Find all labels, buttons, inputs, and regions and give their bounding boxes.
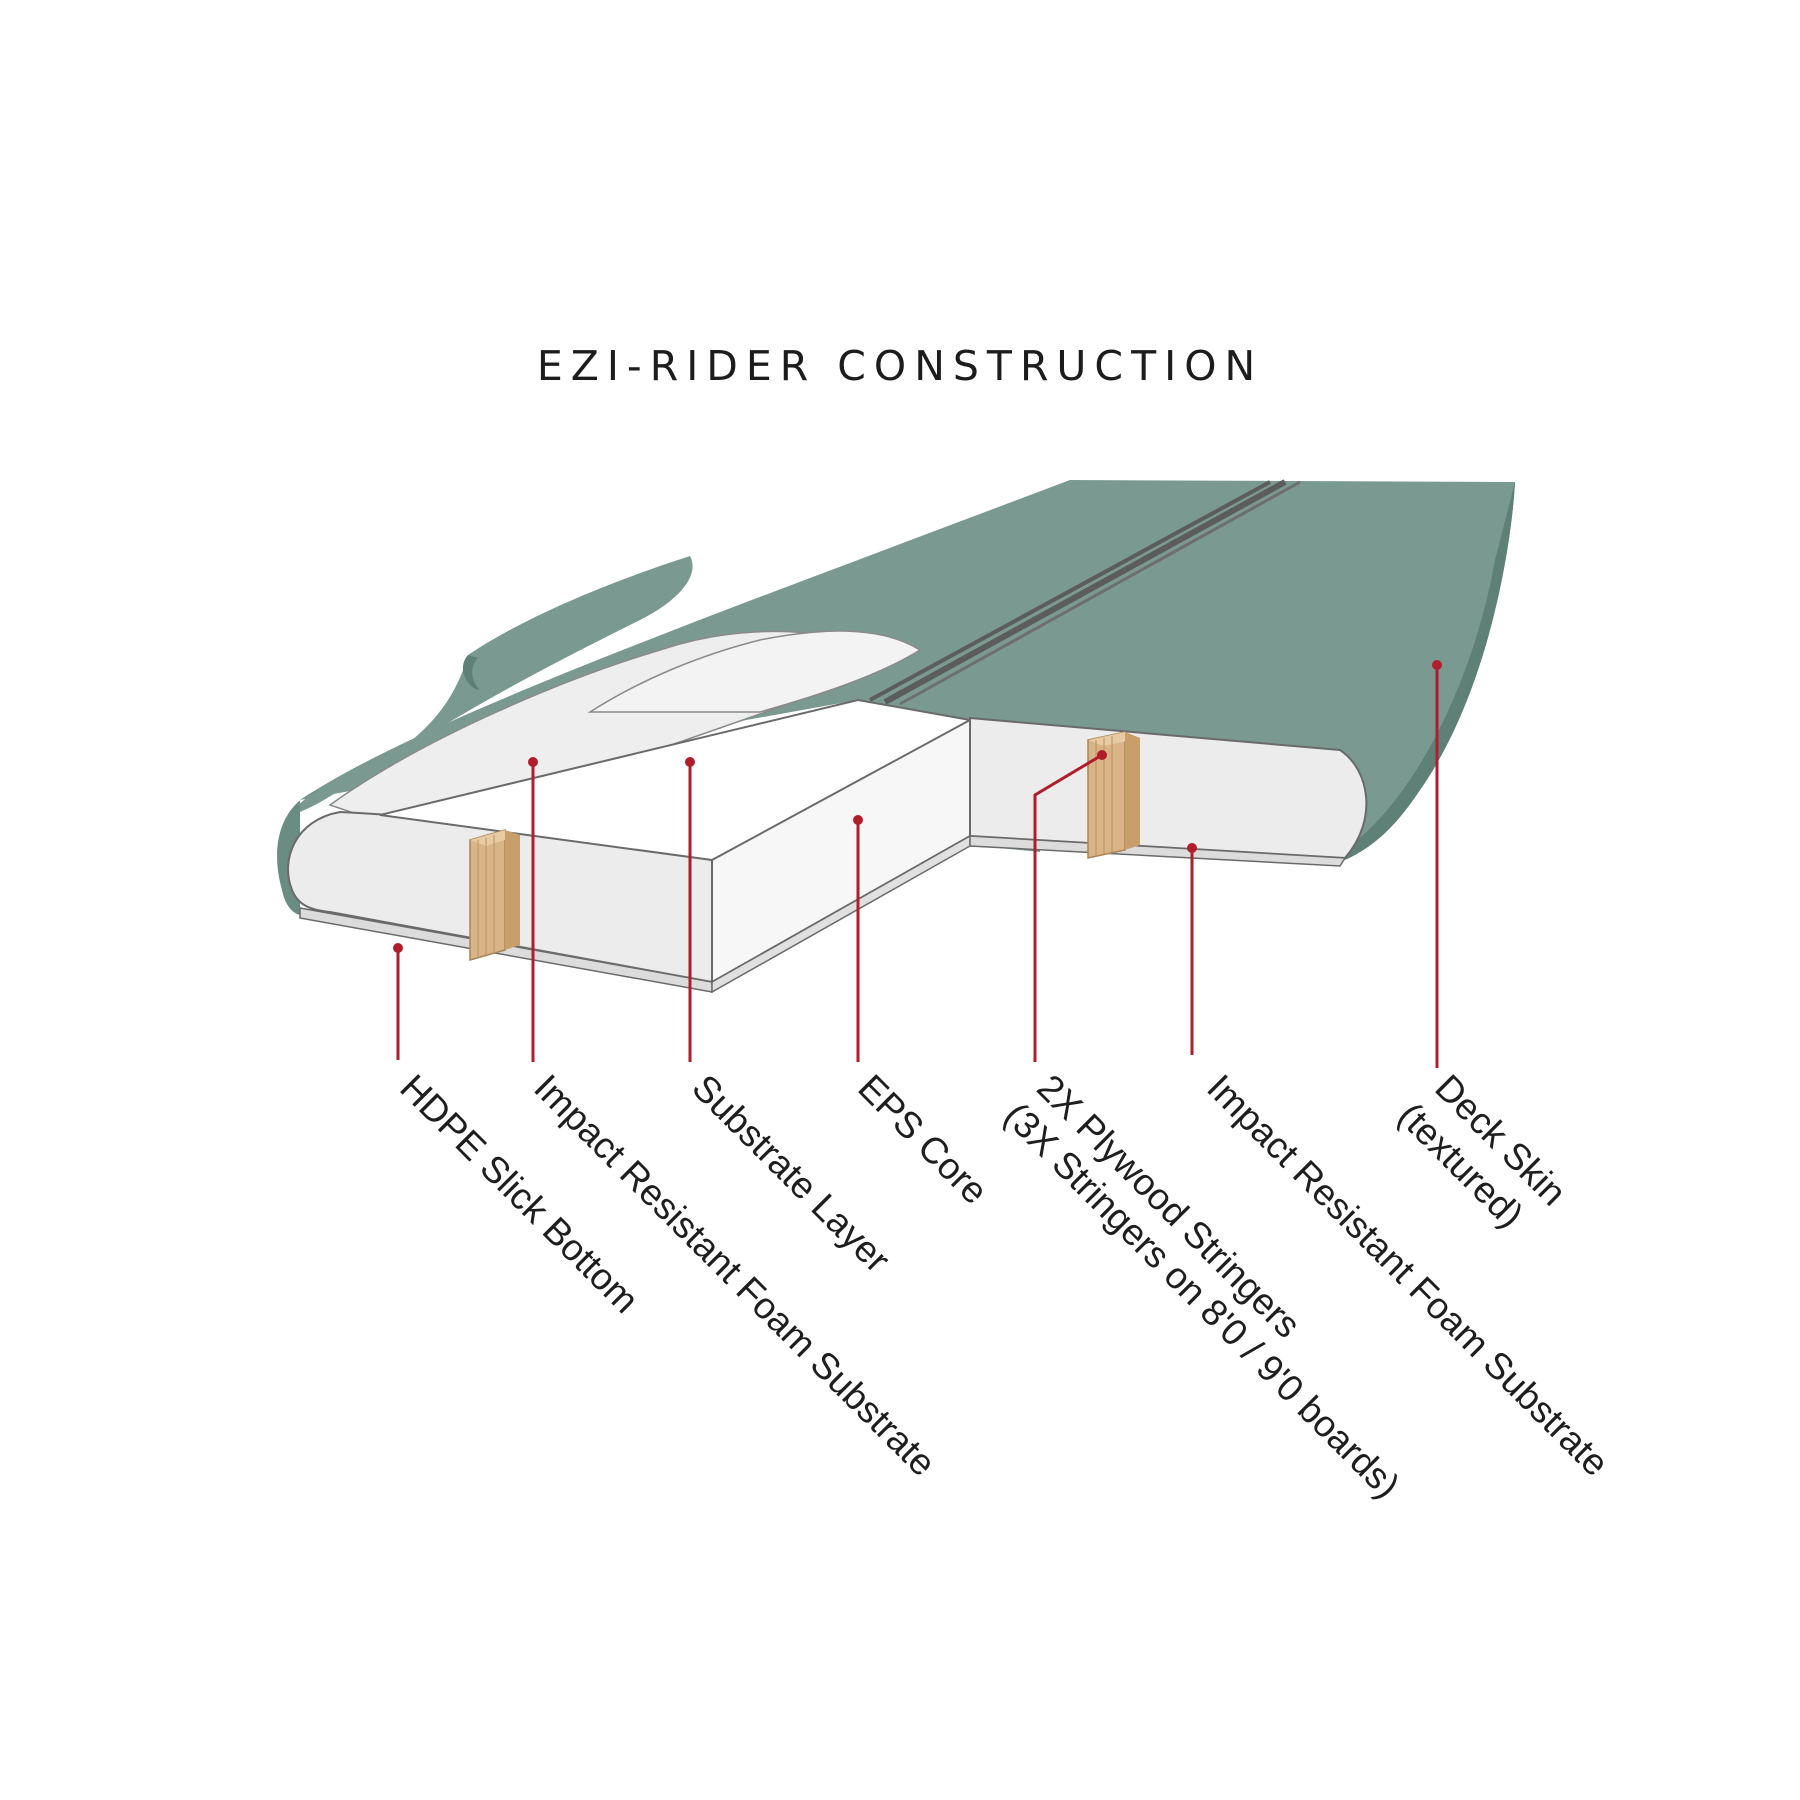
board-illustration bbox=[277, 479, 1515, 994]
label-hdpe-slick-bottom: HDPE Slick Bottom bbox=[392, 1067, 646, 1321]
deck-skin-flap bbox=[279, 556, 693, 860]
plywood-stringer-left bbox=[469, 829, 520, 961]
leader-dot-impact1 bbox=[528, 757, 538, 767]
deck-stripe-2 bbox=[869, 480, 1271, 702]
leader-lines bbox=[393, 660, 1442, 1068]
layer-labels: HDPE Slick Bottom Impact Resistant Foam … bbox=[392, 1067, 1616, 1506]
leader-dot-deck bbox=[1432, 660, 1442, 670]
leader-dot-substrate bbox=[685, 757, 695, 767]
label-stringers-note: (3X Stringers on 8'0 / 9'0 boards) bbox=[996, 1095, 1407, 1506]
diagram-title: EZI-RIDER CONSTRUCTION bbox=[536, 342, 1264, 390]
deck-flap-curl bbox=[462, 655, 480, 690]
leader-dot-stringers bbox=[1097, 750, 1107, 760]
leader-dot-hdpe bbox=[393, 943, 403, 953]
label-eps-core: EPS Core bbox=[850, 1067, 995, 1212]
right-hdpe-layer bbox=[969, 835, 1347, 867]
plywood-stringer-right bbox=[1087, 731, 1140, 859]
leader-stringers bbox=[1033, 753, 1103, 1062]
leader-dot-impact2 bbox=[1187, 843, 1197, 853]
foam-substrate-sheet bbox=[587, 630, 922, 713]
deck-stripe-3 bbox=[899, 480, 1301, 706]
leader-dot-eps bbox=[853, 815, 863, 825]
deck-stripe-1 bbox=[883, 479, 1287, 705]
